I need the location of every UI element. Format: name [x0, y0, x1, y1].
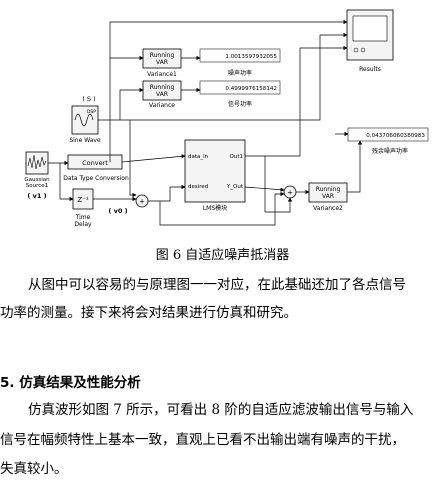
- variance-label: Variance: [149, 102, 175, 109]
- sine-wave-label: Sine Wave: [69, 137, 101, 144]
- svg-text:Running: Running: [316, 186, 341, 193]
- sum-block-2[interactable]: +: [283, 185, 297, 199]
- svg-text:Out1: Out1: [230, 154, 243, 160]
- svg-text:VAR: VAR: [156, 91, 168, 98]
- paragraph-1-line-1: 从图中可以容易的与原理图一一对应，在此基础还加了各点信号: [28, 277, 406, 293]
- time-delay-label-1: Time: [75, 214, 91, 221]
- sine-annotation: ( S ): [82, 95, 95, 103]
- running-var-block-3[interactable]: Running VAR: [308, 182, 348, 203]
- variance1-label: Variance1: [147, 71, 177, 78]
- svg-text:data_in: data_in: [188, 154, 209, 160]
- convert-block[interactable]: Convert: [67, 154, 123, 170]
- results-scope-block[interactable]: [346, 9, 394, 61]
- dsp-icon: DSP: [87, 109, 96, 115]
- sine-wave-block[interactable]: DSP: [71, 105, 99, 135]
- v0-annotation: ( v0 ): [108, 207, 127, 215]
- paragraph-2-line-2: 信号在幅频特性上基本一致，直观上已看不出输出端有噪声的干扰，: [0, 432, 405, 448]
- running-var-block-1[interactable]: Running VAR: [142, 48, 182, 69]
- signal-power-label: 信号功率: [228, 100, 252, 108]
- residual-noise-power-label: 残余噪声功率: [372, 147, 408, 155]
- results-label: Results: [359, 66, 381, 73]
- svg-text:Y_Out: Y_Out: [226, 184, 244, 190]
- display-block-3[interactable]: 0.043706060380983: [347, 127, 429, 142]
- gaussian-label-2: Source1: [26, 183, 48, 189]
- v1-annotation: ( v1 ): [27, 192, 46, 200]
- svg-text:VAR: VAR: [156, 59, 168, 66]
- data-type-conversion-label: Data Type Conversion: [63, 175, 129, 182]
- simulink-diagram: Running VAR Variance1 1.0013597932055 噪声…: [24, 9, 429, 228]
- figure-caption: 图 6 自适应噪声抵消器: [155, 248, 290, 263]
- svg-text:+: +: [287, 189, 293, 197]
- svg-text:Convert: Convert: [82, 159, 108, 167]
- gaussian-source-block[interactable]: [25, 151, 49, 175]
- paragraph-2-line-3: 失真较小。: [0, 461, 68, 477]
- display-block-1[interactable]: 1.0013597932055: [199, 48, 281, 63]
- variance2-label: Variance2: [313, 205, 343, 212]
- section-heading: 5. 仿真结果及性能分析: [0, 375, 141, 391]
- svg-text:desired: desired: [188, 184, 208, 190]
- running-var-block-2[interactable]: Running VAR: [142, 80, 182, 101]
- sum-block-1[interactable]: +: [135, 194, 149, 208]
- noise-power-label: 噪声功率: [228, 69, 252, 77]
- display-block-2[interactable]: 0.4999976158142: [199, 80, 281, 95]
- svg-text:+: +: [139, 198, 145, 206]
- svg-text:Running: Running: [150, 52, 175, 59]
- lms-filter-block[interactable]: data_in desired Out1 Y_Out: [184, 139, 246, 203]
- svg-text:Running: Running: [150, 84, 175, 91]
- svg-text:1.0013597932055: 1.0013597932055: [225, 54, 277, 60]
- time-delay-block[interactable]: Z⁻¹: [72, 188, 94, 210]
- svg-text:0.043706060380983: 0.043706060380983: [366, 133, 425, 139]
- svg-text:VAR: VAR: [322, 193, 334, 200]
- paragraph-2-line-1: 仿真波形如图 7 所示，可看出 8 阶的自适应滤波输出信号与输入: [28, 402, 414, 418]
- time-delay-label-2: Delay: [74, 221, 92, 228]
- svg-text:0.4999976158142: 0.4999976158142: [225, 86, 277, 92]
- paragraph-1-line-2: 功率的测量。接下来将会对结果进行仿真和研究。: [0, 305, 297, 321]
- gaussian-label-1: Gaussian: [24, 177, 50, 183]
- signal-lines: [48, 19, 363, 226]
- svg-text:Z⁻¹: Z⁻¹: [77, 196, 88, 204]
- lms-label: LMS模块: [203, 204, 227, 212]
